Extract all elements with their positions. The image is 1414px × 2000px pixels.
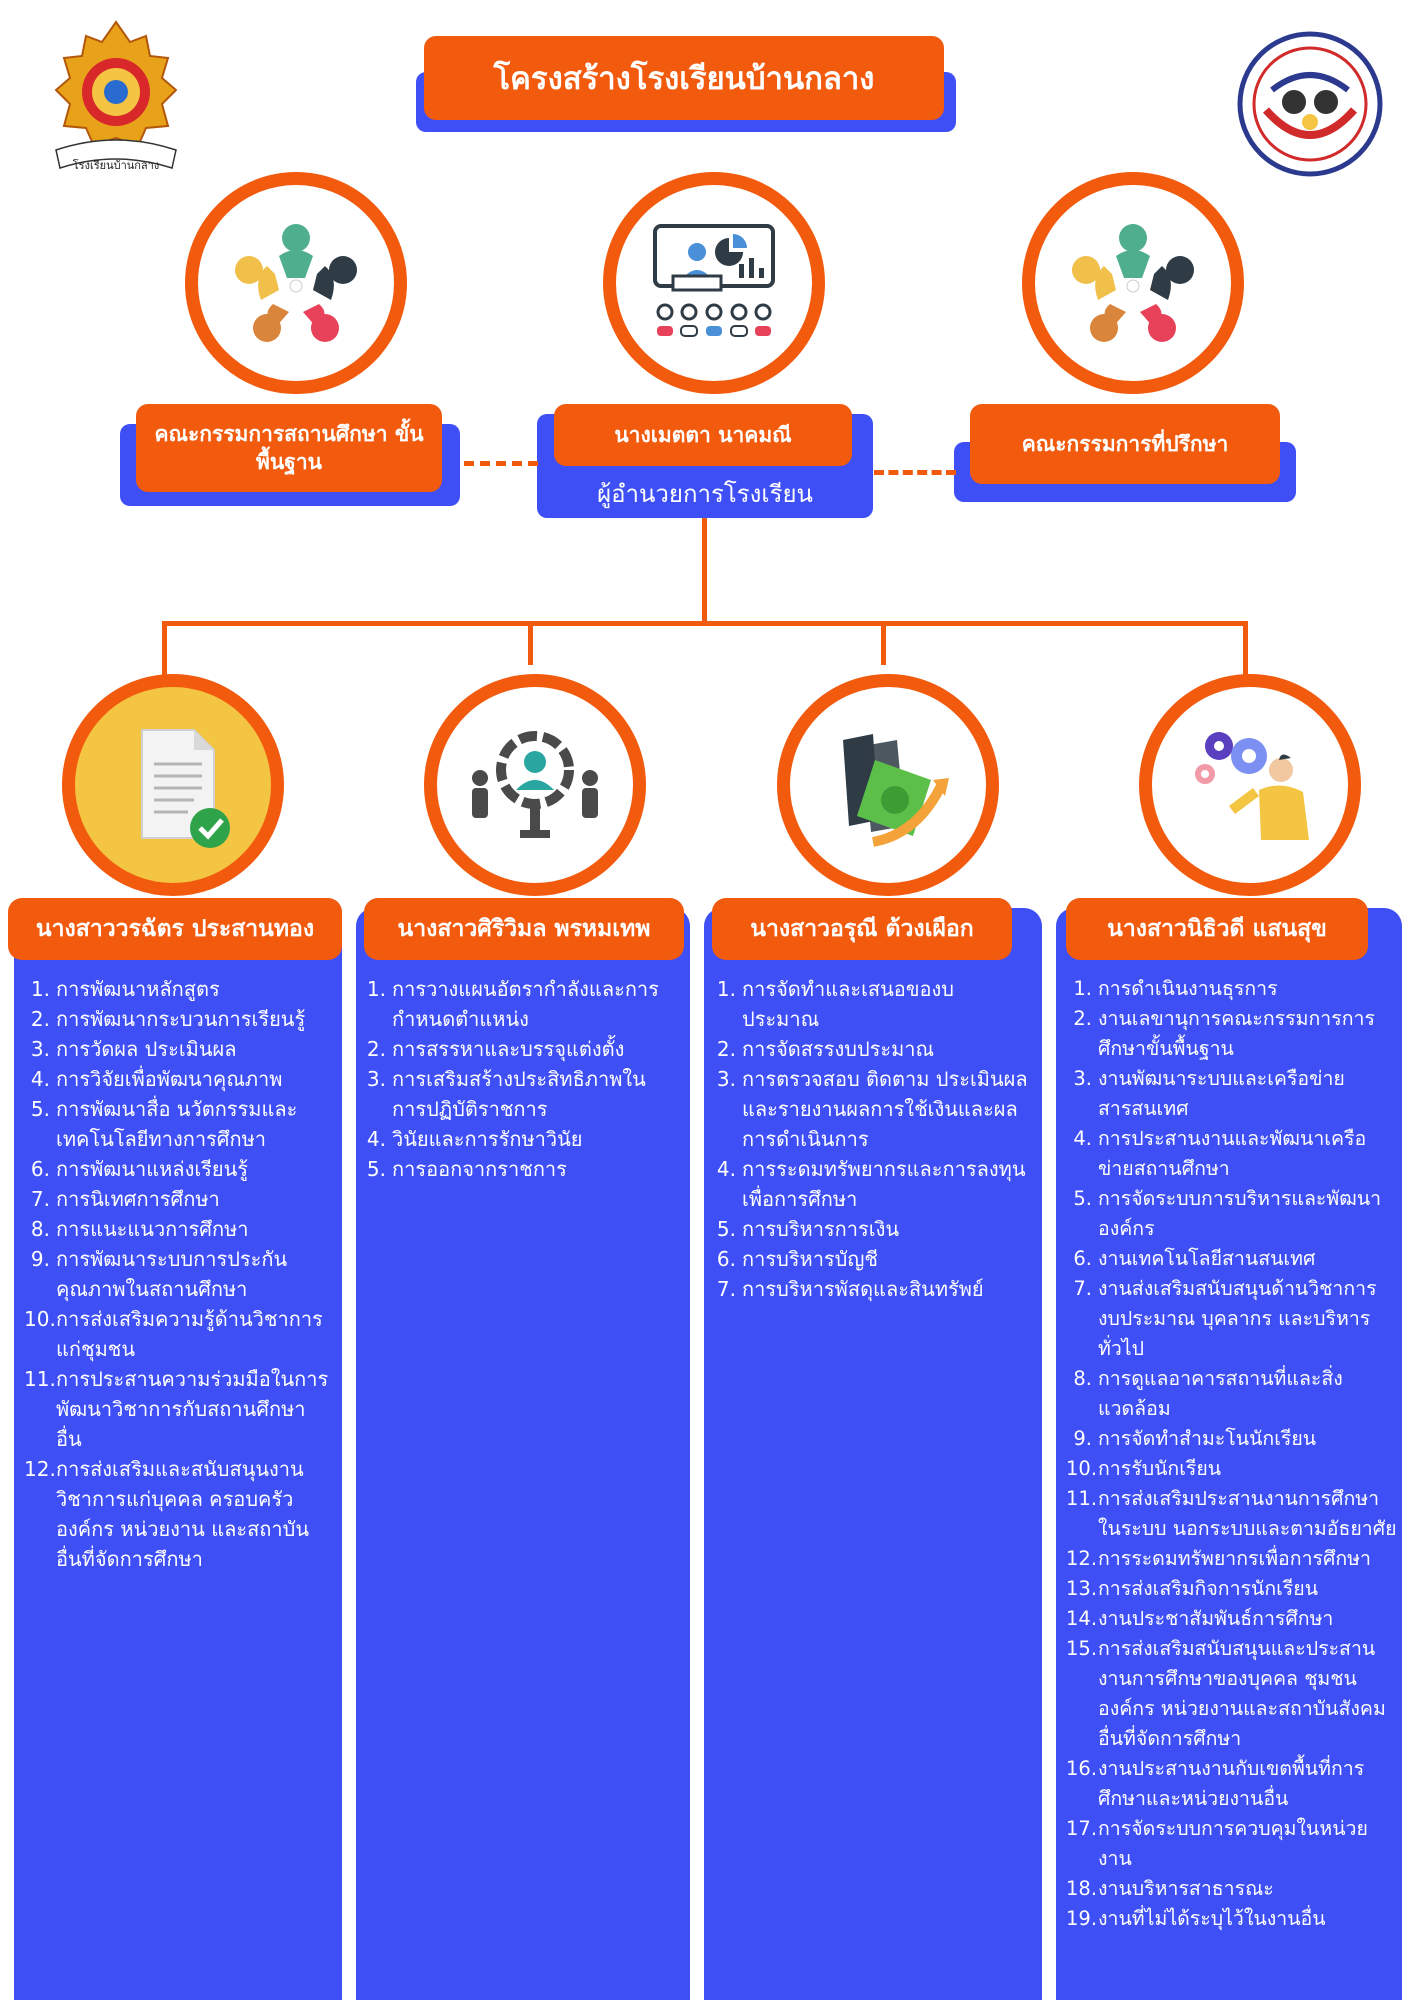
list-item: 10.การรับนักเรียน: [1066, 1457, 1222, 1480]
dept2-list: 1.การวางแผนอัตรากำลังและการกำหนดตำแหน่ง …: [366, 974, 678, 1184]
school-board-label: คณะกรรมการสถานศึกษา ขั้นพื้นฐาน: [136, 404, 442, 492]
teamwork-circle-icon: [1072, 224, 1194, 342]
connector-drop-2: [528, 621, 533, 665]
top-right-circle: [1022, 172, 1244, 394]
dept2-circle: [424, 674, 646, 896]
list-item: 6.งานเทคโนโลยีสานสนเทศ: [1073, 1247, 1316, 1270]
list-item: 2.การสรรหาและบรรจุแต่งตั้ง: [366, 1037, 625, 1061]
organization-seal-logo: [1236, 30, 1384, 178]
list-item: 19.งานที่ไม่ได้ระบุไว้ในงานอื่น: [1066, 1907, 1326, 1930]
dept3-list: 1.การจัดทำและเสนอของบประมาณ 2.การจัดสรรง…: [716, 974, 1028, 1304]
list-item: 8.การดูแลอาคารสถานที่และสิ่งแวดล้อม: [1073, 1367, 1343, 1420]
list-item: 7.การบริหารพัสดุและสินทรัพย์: [716, 1277, 984, 1301]
top-left-circle: [185, 172, 407, 394]
list-item: 3.การวัดผล ประเมินผล: [30, 1037, 237, 1061]
list-item: 3.การตรวจสอบ ติดตาม ประเมินผลและรายงานผล…: [716, 1067, 1028, 1151]
dept1-circle: [62, 674, 284, 896]
list-item: 15.การส่งเสริมสนับสนุนและประสานงานการศึก…: [1066, 1637, 1386, 1750]
director-name: นางเมตตา นาคมณี: [554, 404, 852, 466]
page-title: โครงสร้างโรงเรียนบ้านกลาง: [424, 36, 944, 120]
chart-title-block: โครงสร้างโรงเรียนบ้านกลาง: [416, 36, 956, 132]
dept4-circle: [1139, 674, 1361, 896]
list-item: 5.การออกจากราชการ: [366, 1157, 567, 1181]
list-item: 1.การวางแผนอัตรากำลังและการกำหนดตำแหน่ง: [366, 977, 659, 1031]
dept3-head: นางสาวอรุณี ต้วงเผือก: [712, 898, 1012, 960]
list-item: 18.งานบริหารสาธารณะ: [1066, 1877, 1274, 1900]
list-item: 11.การประสานความร่วมมือในการพัฒนาวิชาการ…: [24, 1367, 329, 1451]
list-item: 10.การส่งเสริมความรู้ด้านวิชาการแก่ชุมชน: [24, 1307, 323, 1361]
advisory-board-label: คณะกรรมการที่ปรึกษา: [970, 404, 1280, 484]
list-item: 4.การประสานงานและพัฒนาเครือข่ายสถานศึกษา: [1073, 1127, 1367, 1180]
connector-vertical-main: [702, 518, 707, 624]
list-item: 5.การบริหารการเงิน: [716, 1217, 900, 1241]
gears-person-icon: [1195, 732, 1309, 840]
dept1-head: นางสาววรฉัตร ประสานทอง: [8, 898, 342, 960]
dept4-head: นางสาวนิธิวดี แสนสุข: [1066, 898, 1368, 960]
dept3-circle: [777, 674, 999, 896]
list-item: 2.งานเลขานุการคณะกรรมการการศึกษาขั้นพื้น…: [1073, 1007, 1375, 1060]
list-item: 16.งานประสานงานกับเขตพื้นที่การศึกษาและห…: [1066, 1757, 1365, 1810]
teamwork-circle-icon: [235, 224, 357, 342]
list-item: 6.การบริหารบัญชี: [716, 1247, 878, 1271]
director-position: ผู้อำนวยการโรงเรียน: [597, 480, 813, 508]
connector-drop-4: [1243, 621, 1248, 685]
list-item: 17.การจัดระบบการควบคุมในหน่วยงาน: [1066, 1817, 1368, 1870]
dept1-list: 1.การพัฒนาหลักสูตร 2.การพัฒนากระบวนการเร…: [24, 974, 330, 1574]
dept1-column: [14, 908, 342, 2000]
connector-drop-1: [162, 621, 167, 685]
document-check-icon: [141, 729, 230, 848]
list-item: 3.การเสริมสร้างประสิทธิภาพในการปฏิบัติรา…: [366, 1067, 646, 1121]
dept2-column: [356, 908, 690, 2000]
list-item: 13.การส่งเสริมกิจการนักเรียน: [1066, 1577, 1319, 1600]
list-item: 1.การพัฒนาหลักสูตร: [30, 977, 220, 1001]
list-item: 7.งานส่งเสริมสนับสนุนด้านวิชาการ งบประมา…: [1073, 1277, 1377, 1360]
list-item: 12.การส่งเสริมและสนับสนุนงานวิชาการแก่บุ…: [24, 1457, 309, 1571]
list-item: 14.งานประชาสัมพันธ์การศึกษา: [1066, 1607, 1334, 1630]
dept4-list: 1.การดำเนินงานธุรการ 2.งานเลขานุการคณะกร…: [1066, 974, 1398, 1934]
list-item: 7.การนิเทศการศึกษา: [30, 1187, 220, 1211]
list-item: 6.การพัฒนาแหล่งเรียนรู้: [30, 1157, 249, 1181]
list-item: 11.การส่งเสริมประสานงานการศึกษาในระบบ นอ…: [1066, 1487, 1397, 1540]
money-growth-icon: [843, 734, 949, 847]
connector-left-dashed: [464, 461, 538, 466]
people-network-icon: [472, 731, 598, 838]
connector-drop-3: [881, 621, 886, 665]
list-item: 2.การพัฒนากระบวนการเรียนรู้: [30, 1007, 306, 1031]
list-item: 9.การจัดทำสำมะโนนักเรียน: [1073, 1427, 1317, 1450]
list-item: 3.งานพัฒนาระบบและเครือข่ายสารสนเทศ: [1073, 1067, 1345, 1120]
list-item: 4.การระดมทรัพยากรและการลงทุนเพื่อการศึกษ…: [716, 1157, 1026, 1211]
dept4-column: [1056, 908, 1402, 2000]
list-item: 8.การแนะแนวการศึกษา: [30, 1217, 249, 1241]
school-logo-caption: โรงเรียนบ้านกลาง: [72, 159, 160, 172]
presentation-meeting-icon: [653, 224, 775, 337]
connector-right-dashed: [874, 470, 956, 475]
list-item: 12.การระดมทรัพยากรเพื่อการศึกษา: [1066, 1547, 1371, 1570]
list-item: 4.การวิจัยเพื่อพัฒนาคุณภาพ: [30, 1067, 283, 1091]
dept2-head: นางสาวศิริวิมล พรหมเทพ: [364, 898, 684, 960]
list-item: 1.การดำเนินงานธุรการ: [1073, 977, 1278, 1000]
list-item: 1.การจัดทำและเสนอของบประมาณ: [716, 977, 954, 1031]
list-item: 5.การพัฒนาสื่อ นวัตกรรมและเทคโนโลยีทางกา…: [30, 1097, 298, 1151]
list-item: 5.การจัดระบบการบริหารและพัฒนาองค์กร: [1073, 1187, 1382, 1240]
list-item: 9.การพัฒนาระบบการประกันคุณภาพในสถานศึกษา: [30, 1247, 288, 1301]
list-item: 2.การจัดสรรงบประมาณ: [716, 1037, 935, 1061]
top-center-circle: [603, 172, 825, 394]
connector-horizontal-bus: [162, 621, 1248, 626]
school-emblem-logo: โรงเรียนบ้านกลาง: [46, 18, 186, 186]
list-item: 4.วินัยและการรักษาวินัย: [366, 1127, 583, 1151]
dept3-column: [704, 908, 1042, 2000]
